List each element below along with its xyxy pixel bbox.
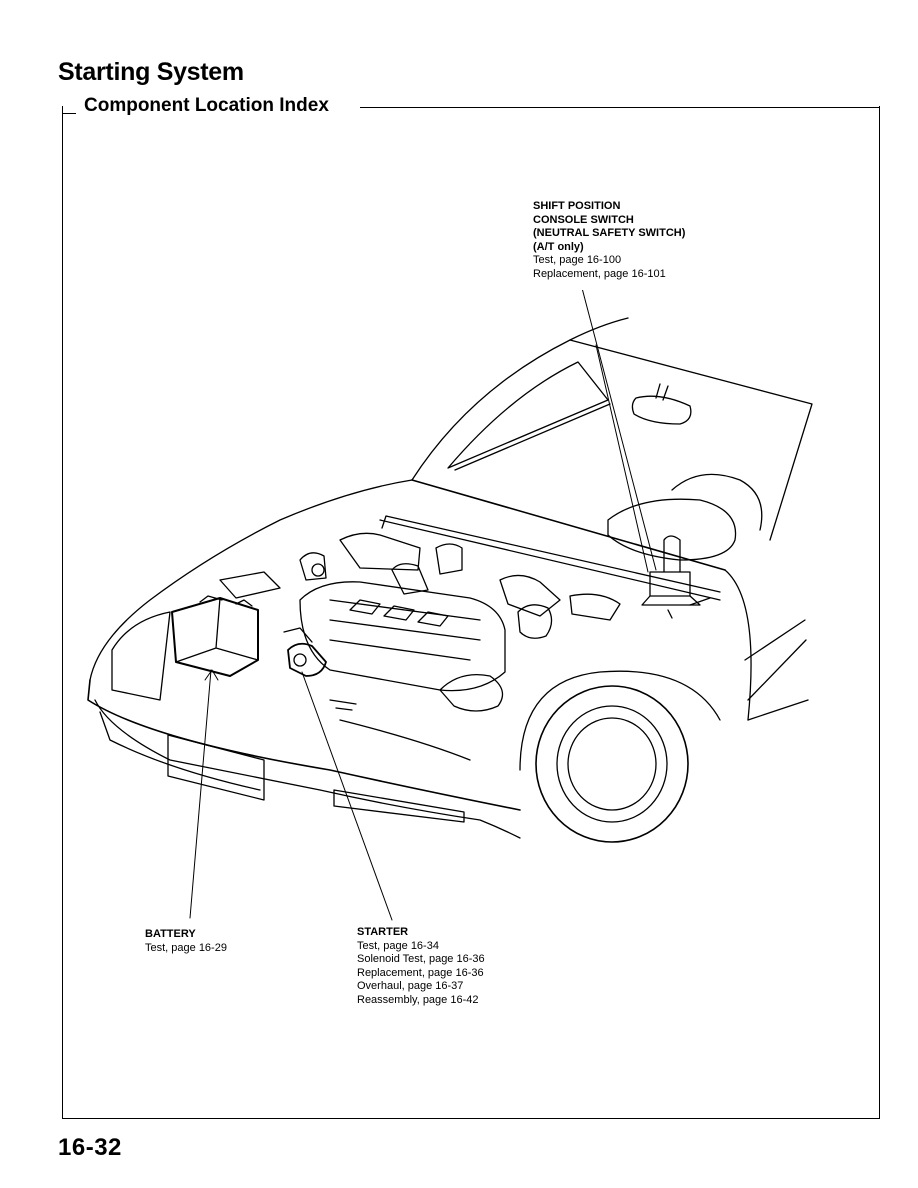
shift-switch-heading-4: (A/T only) xyxy=(533,240,584,253)
frame-top-right-rule xyxy=(360,107,879,108)
shift-switch-heading-2: CONSOLE SWITCH xyxy=(533,213,634,226)
battery-callout: BATTERY Test, page 16-29 xyxy=(145,928,227,955)
frame-top-left-rule xyxy=(62,113,76,114)
shift-switch-heading-1: SHIFT POSITION xyxy=(533,200,621,212)
page-title: Starting System xyxy=(58,58,244,86)
battery-heading: BATTERY xyxy=(145,928,196,940)
starter-callout: STARTER Test, page 16-34 Solenoid Test, … xyxy=(357,926,485,1008)
shift-switch-replacement-ref: Replacement, page 16-101 xyxy=(533,267,666,280)
page-number: 16-32 xyxy=(58,1134,122,1161)
starter-replacement-ref: Replacement, page 16-36 xyxy=(357,966,484,979)
car-engine-bay-illustration xyxy=(87,290,813,921)
starter-solenoid-test-ref: Solenoid Test, page 16-36 xyxy=(357,953,485,966)
starter-test-ref: Test, page 16-34 xyxy=(357,939,439,952)
starter-reassembly-ref: Reassembly, page 16-42 xyxy=(357,993,479,1006)
shift-switch-test-ref: Test, page 16-100 xyxy=(533,254,622,267)
starter-heading: STARTER xyxy=(357,926,409,938)
battery-test-ref: Test, page 16-29 xyxy=(145,941,227,954)
starter-overhaul-ref: Overhaul, page 16-37 xyxy=(357,980,464,993)
section-frame xyxy=(62,106,880,1119)
section-heading: Component Location Index xyxy=(84,95,335,117)
shift-switch-heading-3: (NEUTRAL SAFETY SWITCH) xyxy=(533,227,686,240)
shift-switch-callout: SHIFT POSITION CONSOLE SWITCH (NEUTRAL S… xyxy=(533,200,685,282)
